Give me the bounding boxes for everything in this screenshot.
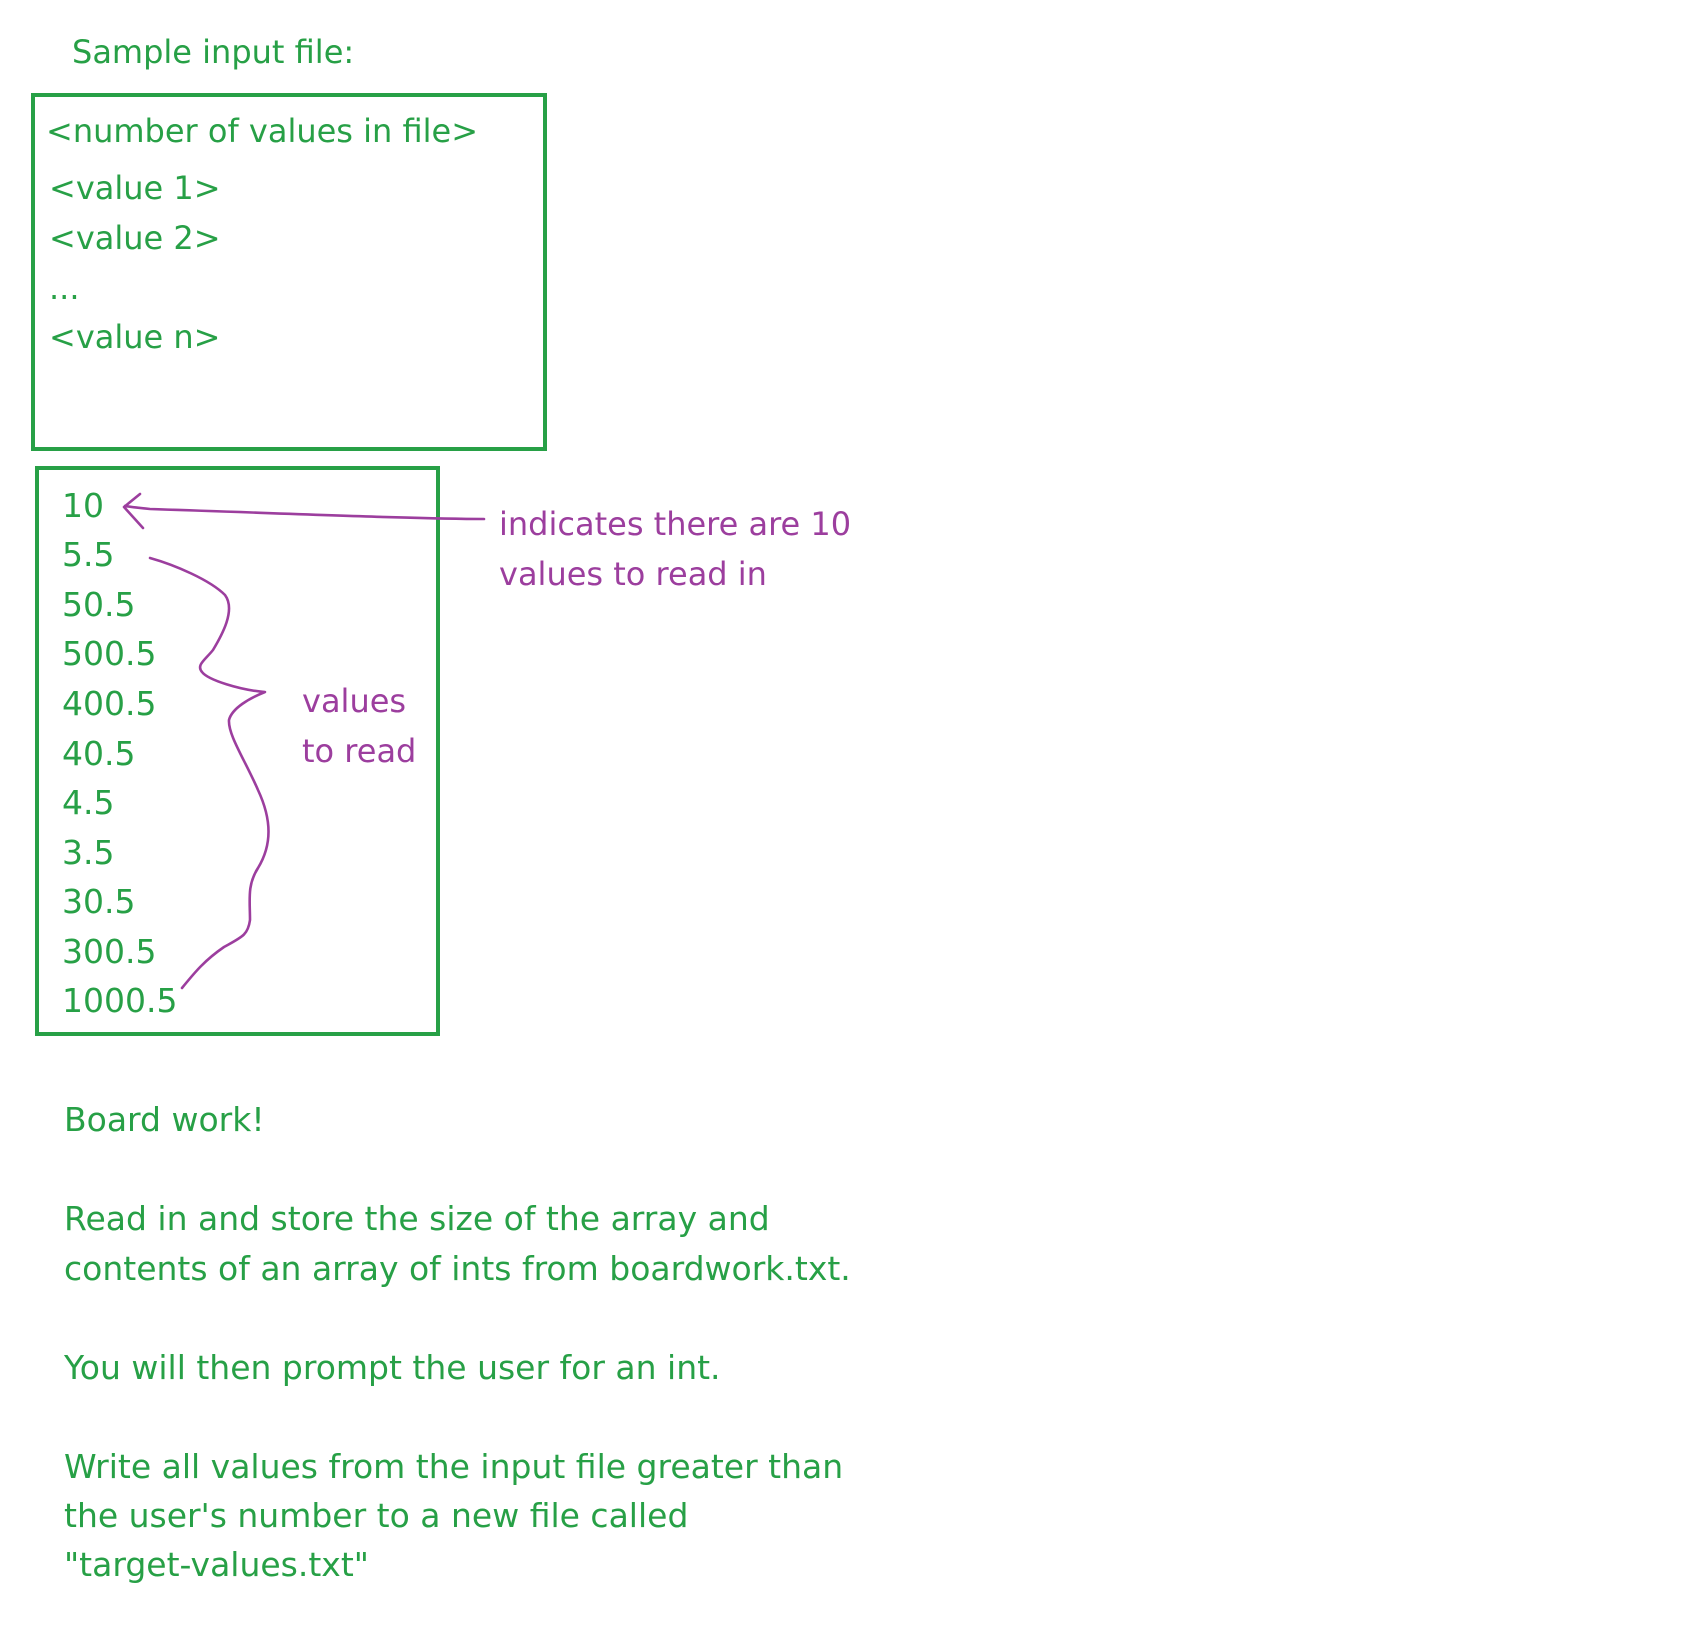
values-annotation-line2: to read	[302, 732, 417, 770]
template-line-value-2: <value 2>	[49, 219, 221, 257]
task-paragraph-3-line-3: "target-values.txt"	[64, 1545, 369, 1584]
example-value: 3.5	[62, 833, 115, 872]
template-line-value-1: <value 1>	[49, 169, 221, 207]
values-annotation-line1: values	[302, 682, 407, 720]
template-box	[31, 93, 547, 451]
template-line-ellipsis: ...	[49, 269, 80, 307]
example-value: 500.5	[62, 634, 157, 673]
example-value: 50.5	[62, 585, 136, 624]
task-title: Board work!	[64, 1100, 265, 1139]
example-value: 1000.5	[62, 981, 178, 1020]
example-value: 300.5	[62, 932, 157, 971]
example-value: 40.5	[62, 734, 136, 773]
count-annotation-line1: indicates there are 10	[499, 505, 852, 543]
template-line-value-n: <value n>	[49, 318, 221, 356]
task-paragraph-3-line-1: Write all values from the input file gre…	[64, 1447, 844, 1486]
example-box	[35, 466, 440, 1036]
task-paragraph-2: You will then prompt the user for an int…	[64, 1348, 721, 1387]
task-paragraph-3-line-2: the user's number to a new file called	[64, 1496, 689, 1535]
sample-heading: Sample input file:	[72, 33, 355, 71]
task-paragraph-1-line-1: Read in and store the size of the array …	[64, 1199, 770, 1238]
example-value: 4.5	[62, 783, 115, 822]
example-value: 5.5	[62, 535, 115, 574]
example-value-count: 10	[62, 486, 104, 525]
count-annotation-line2: values to read in	[499, 555, 767, 593]
example-value: 30.5	[62, 882, 136, 921]
example-value: 400.5	[62, 684, 157, 723]
task-paragraph-1-line-2: contents of an array of ints from boardw…	[64, 1249, 851, 1288]
template-line-count: <number of values in file>	[46, 112, 479, 150]
